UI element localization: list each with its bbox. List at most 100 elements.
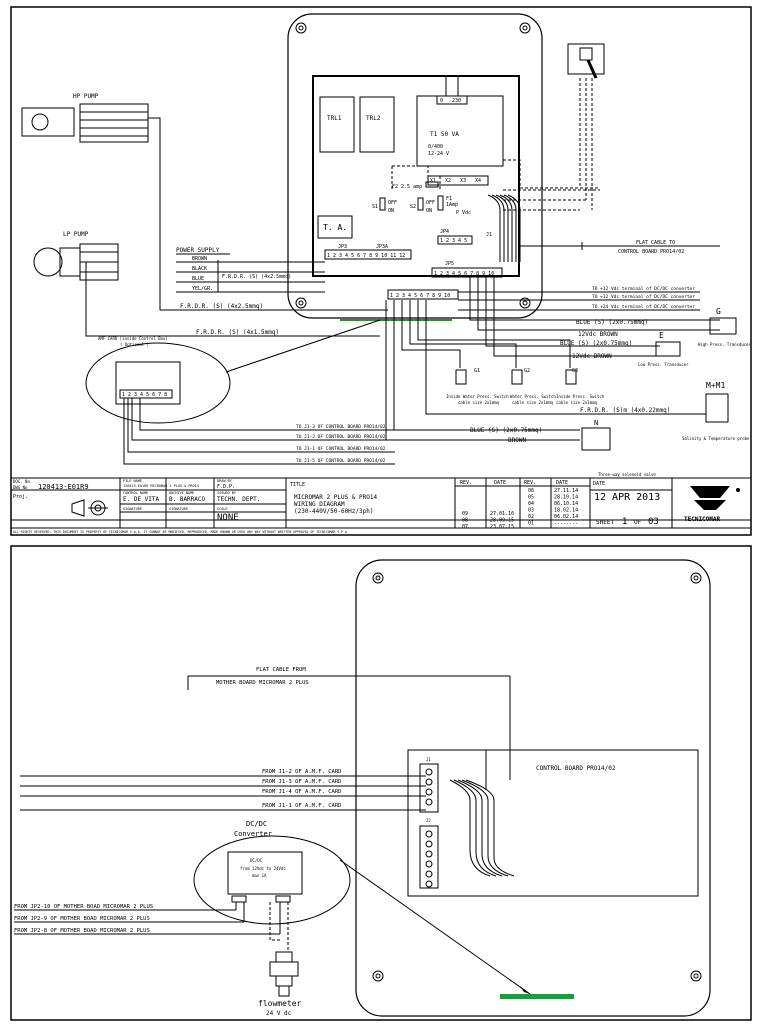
- svg-text:12Vdc BROWN: 12Vdc BROWN: [578, 331, 618, 338]
- revision-date: --------: [554, 521, 578, 527]
- svg-text:FILE NAME: FILE NAME: [123, 479, 142, 483]
- low-pressure-transducer: [655, 341, 681, 357]
- svg-text:from 12Vdc to 24Vdc: from 12Vdc to 24Vdc: [240, 866, 286, 871]
- flat-cable-from-label: FLAT CABLE FROM: [256, 667, 306, 673]
- revision-number: 04: [528, 501, 534, 507]
- relay-trl2: [359, 96, 395, 153]
- svg-text:E. DE VITA: E. DE VITA: [123, 496, 160, 503]
- svg-text:TO J1-2 OF CONTROL BOARD PRO14: TO J1-2 OF CONTROL BOARD PRO14/02: [296, 434, 386, 440]
- svg-text:( Optional ): ( Optional ): [120, 342, 149, 347]
- svg-text:Proj.: Proj.: [13, 494, 28, 500]
- revision-number: 02: [528, 514, 534, 520]
- sheet2-frame: [10, 545, 752, 1021]
- sheet1-frame: [10, 6, 752, 536]
- svg-text:120413-E01R9 MICROMAR 2 PLUS &: 120413-E01R9 MICROMAR 2 PLUS & PRO14: [123, 484, 199, 488]
- svg-text:J1: J1: [426, 757, 431, 762]
- svg-text:12Vdc BROWN: 12Vdc BROWN: [572, 353, 612, 360]
- svg-text:F.R.D.R. (S)m (4x0.22mmq): F.R.D.R. (S)m (4x0.22mmq): [580, 407, 670, 414]
- revision-date: 27.01.16: [490, 511, 514, 517]
- svg-text:TO J1-5 OF CONTROL BOARD PRO14: TO J1-5 OF CONTROL BOARD PRO14/02: [296, 458, 386, 464]
- issue-date: 12 APR 2013: [594, 492, 660, 503]
- svg-text:YEL/GR.: YEL/GR.: [192, 286, 213, 292]
- amf-card: [115, 361, 181, 405]
- svg-text:CONTROL BOARD PRO14/02: CONTROL BOARD PRO14/02: [618, 249, 684, 255]
- svg-text:SHEET: SHEET: [596, 519, 614, 526]
- svg-text:24 V dc: 24 V dc: [266, 1010, 292, 1017]
- revision-date: 28.09.15: [490, 518, 514, 524]
- svg-text:F.R.D.R. (S) (4x2.5mmq): F.R.D.R. (S) (4x2.5mmq): [222, 274, 291, 280]
- svg-text:Salinity & Temperature probe: Salinity & Temperature probe: [682, 436, 750, 441]
- hp-pump: [21, 103, 149, 143]
- svg-text:JP3: JP3: [338, 244, 347, 250]
- revision-number: 07: [462, 524, 468, 530]
- relay-trl1: [319, 96, 355, 153]
- dcdc-title: DC/DC: [246, 820, 267, 828]
- svg-text:JP5: JP5: [445, 261, 454, 267]
- svg-text:ON: ON: [426, 208, 432, 214]
- svg-text:1Amp: 1Amp: [446, 202, 458, 208]
- revision-date: 23.07.15: [490, 524, 514, 530]
- revision-date: 18.02.14: [554, 508, 578, 514]
- svg-text:E: E: [659, 331, 664, 340]
- svg-text:DATE: DATE: [556, 480, 568, 486]
- revision-date: 28.10.14: [554, 495, 578, 501]
- revision-date: 06.02.14: [554, 514, 578, 520]
- revision-number: 09: [462, 511, 468, 517]
- rights-notice: ALL RIGHTS RESERVED. THIS DOCUMENT IS PR…: [13, 530, 349, 534]
- svg-text:DATE: DATE: [494, 480, 506, 486]
- svg-text:MOTHER BOARD MICROMAR 2 PLUS: MOTHER BOARD MICROMAR 2 PLUS: [216, 680, 309, 686]
- j2-terminal: [419, 825, 439, 889]
- svg-text:T. A.: T. A.: [323, 223, 347, 232]
- svg-text:F1: F1: [446, 196, 452, 202]
- svg-text:N: N: [594, 419, 598, 427]
- dcdc-converter: [227, 851, 303, 895]
- svg-text:REV.: REV.: [524, 480, 536, 486]
- svg-text:DRAW BY: DRAW BY: [217, 479, 233, 483]
- control-box-2: [355, 559, 711, 1017]
- svg-text:1 2 3 4 5: 1 2 3 4 5: [440, 238, 467, 244]
- mother-board: [312, 75, 520, 277]
- svg-text:12-24 V: 12-24 V: [428, 151, 449, 157]
- lp-pump-label: LP PUMP: [63, 231, 89, 238]
- flowmeter: [269, 951, 299, 997]
- svg-text:Inside Press. Switch: Inside Press. Switch: [556, 394, 605, 399]
- svg-text:TO +12 Vdc terminal of DC/DC c: TO +12 Vdc terminal of DC/DC converter: [592, 294, 695, 300]
- svg-text:S2: S2: [410, 204, 416, 210]
- trl1-label: TRL1: [327, 115, 342, 122]
- svg-text:TO J1-3 OF CONTROL BOARD PRO14: TO J1-3 OF CONTROL BOARD PRO14/02: [296, 424, 386, 430]
- svg-text:FROM JP2-10 OF MOTHER BOAD MIC: FROM JP2-10 OF MOTHER BOAD MICROMAR 2 PL…: [14, 904, 153, 910]
- svg-text:max 1A: max 1A: [252, 873, 267, 878]
- svg-text:JP3A: JP3A: [376, 244, 388, 250]
- jp3-strip: [324, 249, 412, 260]
- control-box: [287, 13, 543, 319]
- control-board-label: CONTROL BOARD PRO14/02: [536, 765, 616, 772]
- revision-number: 05: [528, 495, 534, 501]
- revision-number: 01: [528, 521, 534, 527]
- svg-text:FROM JP2-9 OF MOTHER BOAD MICR: FROM JP2-9 OF MOTHER BOAD MICROMAR 2 PLU…: [14, 916, 150, 922]
- title-block: [10, 477, 752, 536]
- revision-number: 08: [462, 518, 468, 524]
- svg-text:S1: S1: [372, 204, 378, 210]
- ta-block: [317, 215, 353, 239]
- svg-text:BLACK: BLACK: [192, 266, 207, 272]
- svg-text:X3: X3: [460, 178, 466, 184]
- svg-text:ON: ON: [388, 208, 394, 214]
- svg-text:FROM JP2-8 OF MOTHER BOAD MICR: FROM JP2-8 OF MOTHER BOAD MICROMAR 2 PLU…: [14, 928, 150, 934]
- svg-text:Low Press. Transducer: Low Press. Transducer: [638, 362, 689, 367]
- svg-text:G3: G3: [572, 368, 578, 374]
- svg-text:M+M1: M+M1: [706, 381, 725, 390]
- svg-text:OF: OF: [634, 519, 642, 526]
- revision-number: 06: [528, 488, 534, 494]
- svg-text:OFF: OFF: [426, 200, 435, 206]
- svg-text:X1: X1: [430, 178, 436, 184]
- three-way-valve: [581, 427, 611, 451]
- svg-text:Water Press. Switch: Water Press. Switch: [510, 394, 556, 399]
- svg-text:(230-440V/50-60Hz/3ph): (230-440V/50-60Hz/3ph): [294, 508, 373, 515]
- svg-text:BLUE (S) (2x0.75mmq): BLUE (S) (2x0.75mmq): [576, 319, 648, 326]
- callout-arrow: [339, 859, 531, 995]
- svg-text:TO +12 Vdc terminal of DC/DC c: TO +12 Vdc terminal of DC/DC converter: [592, 286, 695, 292]
- svg-text:X4: X4: [475, 178, 481, 184]
- svg-text:BROWN: BROWN: [508, 437, 526, 444]
- salinity-probe: [705, 393, 729, 423]
